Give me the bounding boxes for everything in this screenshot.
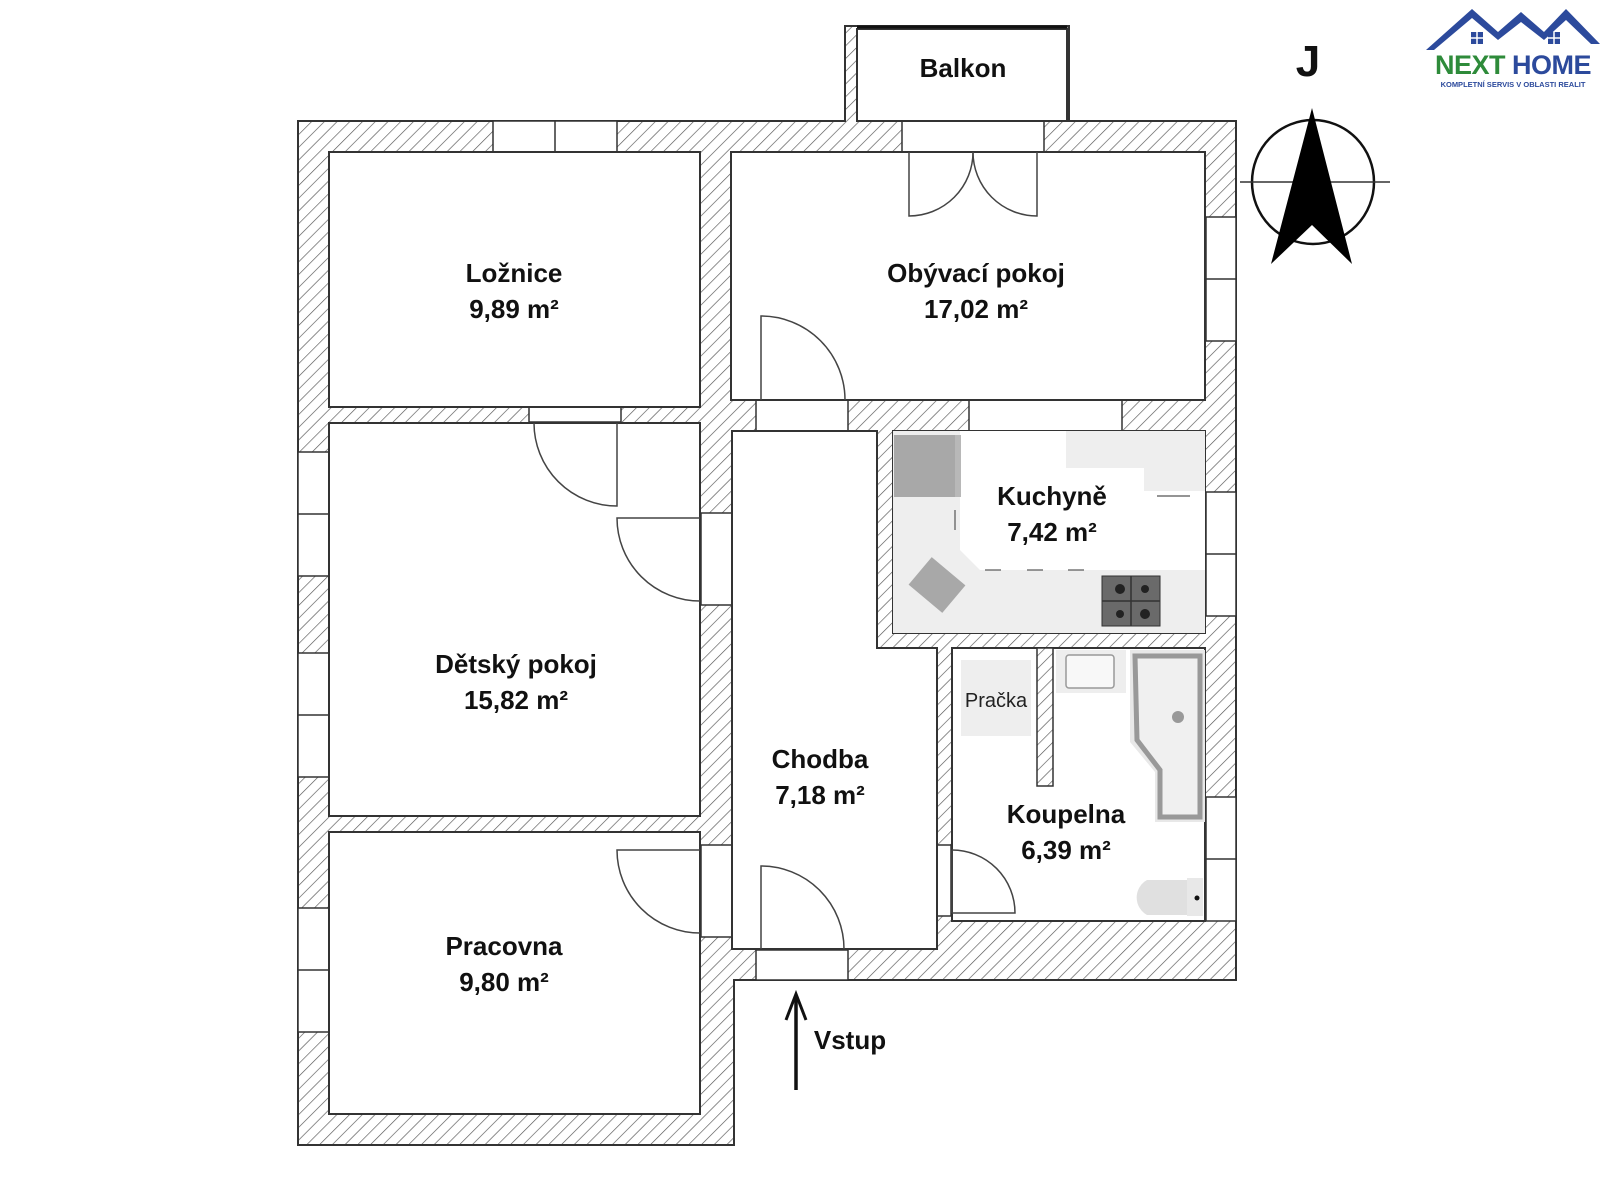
door-swing: [972, 151, 1038, 217]
logo-name-home: HOME: [1512, 50, 1592, 80]
door-swings: [533, 151, 1038, 950]
logo-tagline: KOMPLETNÍ SERVIS V OBLASTI REALIT: [1440, 80, 1586, 89]
room-name: Kuchyně: [997, 481, 1107, 511]
handles: [985, 495, 1190, 571]
room-pracovna: [328, 831, 701, 1115]
bathroom-fixtures: Pračka: [961, 650, 1205, 916]
entrance-arrow-icon: [784, 989, 808, 1090]
door-opening: [700, 844, 733, 938]
logo: NEXT HOME KOMPLETNÍ SERVIS V OBLASTI REA…: [1426, 4, 1600, 94]
north-arrow-icon: [1240, 108, 1390, 264]
washing-machine: [961, 660, 1031, 736]
washing-machine-label: Pračka: [965, 690, 1028, 712]
room-name: Dětský pokoj: [435, 649, 597, 679]
room-labels: Ložnice 9,89 m² Obývací pokoj 17,02 m² D…: [435, 258, 1126, 997]
room-obyvaci-pokoj: [730, 151, 1206, 401]
wall-openings: [297, 120, 1237, 1033]
toilet: [1136, 880, 1187, 915]
room-area: 6,39 m²: [1021, 835, 1111, 865]
door-swing: [760, 315, 846, 401]
room-name: Ložnice: [466, 258, 563, 288]
door-swing: [951, 849, 1016, 914]
room-area: 9,80 m²: [459, 967, 549, 997]
room-detsky-pokoj: [328, 422, 701, 817]
fridge-door: [955, 435, 961, 497]
room-loznice: [328, 151, 701, 408]
logo-name: NEXT HOME: [1426, 50, 1600, 81]
sink: [908, 557, 966, 613]
door-swing: [760, 865, 845, 950]
room-area: 7,42 m²: [1007, 517, 1097, 547]
bathroom-partition: [1036, 647, 1054, 787]
door-opening: [755, 399, 849, 432]
house-roof-icon: [1426, 9, 1600, 50]
stove-icon: [1101, 575, 1161, 627]
room-name: Chodba: [772, 744, 869, 774]
room-chodba: [731, 430, 938, 950]
room-area: 15,82 m²: [464, 685, 568, 715]
fridge: [894, 435, 955, 497]
room-name: Koupelna: [1007, 799, 1126, 829]
balcony-door-opening: [901, 120, 1045, 153]
room-area: 7,18 m²: [775, 780, 865, 810]
door-swing: [533, 422, 618, 507]
entrance-opening: [755, 949, 849, 981]
door-opening: [968, 399, 1123, 432]
compass-label: J: [1296, 37, 1320, 86]
room-name: Pracovna: [445, 931, 563, 961]
door-opening: [700, 512, 733, 606]
door-swing: [616, 517, 701, 602]
logo-name-next: NEXT: [1434, 50, 1506, 80]
rooms: [328, 151, 1206, 1115]
door-opening: [528, 406, 622, 423]
door-swing: [908, 151, 974, 217]
entrance-label: Vstup: [814, 1025, 886, 1055]
balcony-label: Balkon: [920, 53, 1007, 83]
balcony: Balkon: [856, 25, 1068, 122]
door-swing: [616, 849, 701, 934]
kitchen-fixtures: [893, 431, 1205, 633]
room-area: 17,02 m²: [924, 294, 1028, 324]
room-name: Obývací pokoj: [887, 258, 1065, 288]
kitchen-floor: [960, 431, 1205, 570]
room-area: 9,89 m²: [469, 294, 559, 324]
